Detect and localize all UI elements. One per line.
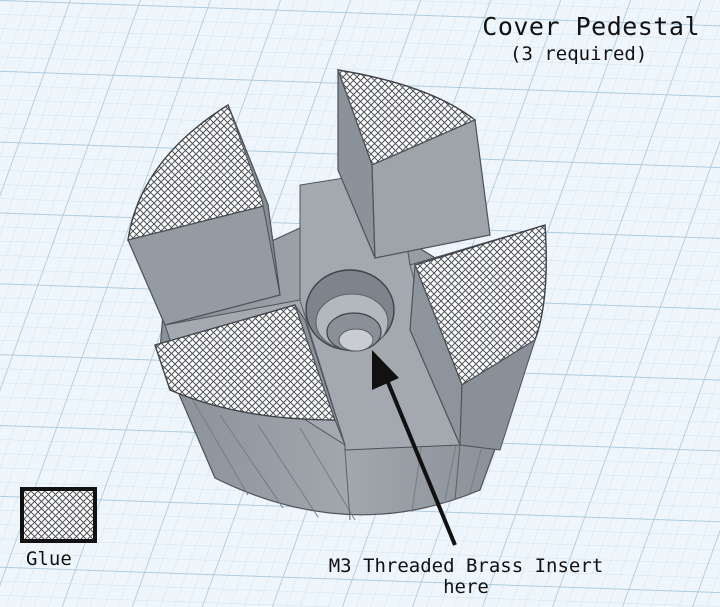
segment-top-right-side xyxy=(371,119,491,259)
segment-right-outer xyxy=(459,338,536,451)
diagram-subtitle: (3 required) xyxy=(510,43,648,65)
insert-annotation: M3 Threaded Brass Insert here xyxy=(300,556,632,598)
insert-annotation-line1: M3 Threaded Brass Insert xyxy=(328,555,604,577)
glue-face-bottom-left xyxy=(154,304,336,421)
diagram-title: Cover Pedestal xyxy=(482,12,700,41)
glue-legend-swatch-icon xyxy=(20,487,97,543)
segment-top-left-side2 xyxy=(227,104,281,296)
segment-bottom-left-side xyxy=(294,304,346,446)
insert-hole xyxy=(305,269,395,352)
annotation-arrow xyxy=(372,350,457,546)
glue-legend-label: Glue xyxy=(26,548,72,570)
insert-annotation-line2: here xyxy=(443,576,489,598)
